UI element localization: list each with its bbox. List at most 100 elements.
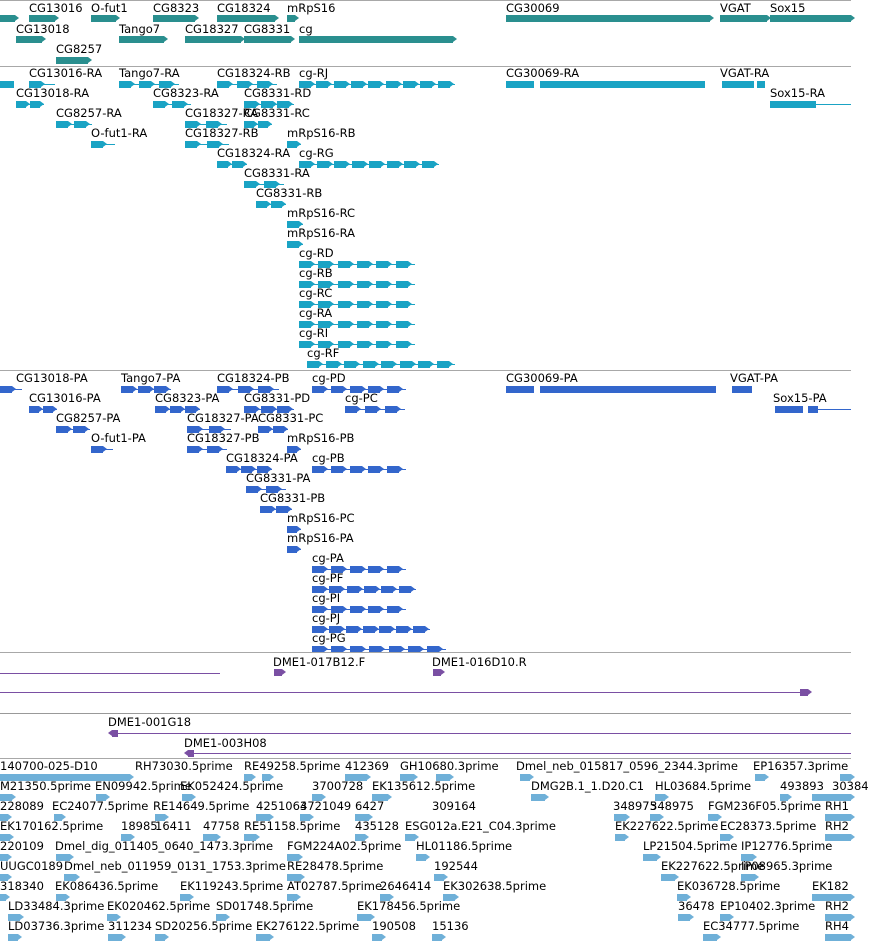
feature-block[interactable] xyxy=(74,121,90,128)
feature-label[interactable]: 18985 xyxy=(121,819,158,833)
feature-block[interactable] xyxy=(408,646,424,653)
feature-block[interactable] xyxy=(396,626,412,633)
feature-block[interactable] xyxy=(345,406,361,413)
feature-block[interactable] xyxy=(258,426,273,433)
feature-block[interactable] xyxy=(650,814,664,821)
feature-block[interactable] xyxy=(0,814,12,821)
feature-label[interactable]: IP08965.3prime xyxy=(741,859,833,873)
feature-label[interactable]: DME1-017B12.F xyxy=(273,655,366,669)
feature-label[interactable]: CG8331-PD xyxy=(244,391,311,405)
feature-label[interactable]: EK227622.5prime xyxy=(615,819,719,833)
feature-block[interactable] xyxy=(180,894,194,901)
feature-block[interactable] xyxy=(331,606,347,613)
feature-block[interactable] xyxy=(396,261,412,268)
feature-block[interactable] xyxy=(376,281,392,288)
feature-block[interactable] xyxy=(244,406,260,413)
feature-block[interactable] xyxy=(317,161,333,168)
feature-block[interactable] xyxy=(312,626,328,633)
feature-block[interactable] xyxy=(318,341,334,348)
feature-label[interactable]: cg-PB xyxy=(312,451,345,465)
feature-label[interactable]: 4251063 xyxy=(256,799,308,813)
feature-label[interactable]: UUGC0189 xyxy=(0,859,64,873)
feature-block[interactable] xyxy=(226,466,241,473)
feature-block[interactable] xyxy=(30,101,44,108)
feature-block[interactable] xyxy=(0,386,16,393)
feature-label[interactable]: ESG012a.E21_C04.3prime xyxy=(405,819,556,833)
feature-label[interactable]: EK170162.5prime xyxy=(0,819,104,833)
feature-block[interactable] xyxy=(300,814,314,821)
feature-block[interactable] xyxy=(403,81,419,88)
feature-label[interactable]: EK182 xyxy=(812,879,849,893)
feature-label[interactable]: cg-RI xyxy=(299,326,329,340)
feature-block[interactable] xyxy=(241,466,256,473)
feature-block[interactable] xyxy=(238,386,254,393)
feature-block[interactable] xyxy=(185,141,201,148)
feature-block[interactable] xyxy=(386,81,402,88)
feature-block[interactable] xyxy=(312,794,326,801)
feature-label[interactable]: Sox15 xyxy=(770,1,806,15)
feature-block[interactable] xyxy=(184,750,194,757)
feature-label[interactable]: CG18324-RA xyxy=(217,146,291,160)
feature-block[interactable] xyxy=(29,15,59,22)
feature-block[interactable] xyxy=(244,121,258,128)
feature-block[interactable] xyxy=(643,854,661,861)
feature-block[interactable] xyxy=(256,201,271,208)
feature-block[interactable] xyxy=(433,669,445,676)
feature-label[interactable]: CG8323-RA xyxy=(153,86,219,100)
feature-label[interactable]: CG30069 xyxy=(506,1,560,15)
feature-block[interactable] xyxy=(91,446,107,453)
feature-label[interactable]: DMG2B.1_1.D20.C1 xyxy=(531,779,645,793)
feature-block[interactable] xyxy=(64,874,80,881)
feature-label[interactable]: cg xyxy=(299,22,313,36)
feature-label[interactable]: 4721049 xyxy=(300,799,352,813)
feature-block[interactable] xyxy=(316,81,332,88)
feature-label[interactable]: RE14649.5prime xyxy=(153,799,250,813)
feature-block[interactable] xyxy=(273,426,288,433)
feature-block[interactable] xyxy=(299,281,315,288)
feature-block[interactable] xyxy=(506,15,714,22)
feature-block[interactable] xyxy=(520,774,534,781)
feature-block[interactable] xyxy=(153,15,199,22)
feature-block[interactable] xyxy=(387,606,403,613)
feature-block[interactable] xyxy=(312,566,328,573)
feature-label[interactable]: HL01186.5prime xyxy=(416,839,513,853)
feature-label[interactable]: EN09942.5prime xyxy=(95,779,192,793)
feature-block[interactable] xyxy=(217,386,233,393)
feature-block[interactable] xyxy=(825,814,855,821)
feature-block[interactable] xyxy=(345,774,371,781)
feature-label[interactable]: cg-PI xyxy=(312,591,341,605)
feature-block[interactable] xyxy=(770,101,816,108)
feature-label[interactable]: RH4 xyxy=(825,919,849,933)
feature-label[interactable]: 2646414 xyxy=(380,879,432,893)
feature-block[interactable] xyxy=(16,36,46,43)
feature-block[interactable] xyxy=(372,934,386,941)
feature-block[interactable] xyxy=(387,566,403,573)
feature-block[interactable] xyxy=(261,406,277,413)
feature-block[interactable] xyxy=(416,854,430,861)
feature-block[interactable] xyxy=(405,834,419,841)
feature-label[interactable]: CG18327 xyxy=(185,22,239,36)
feature-block[interactable] xyxy=(427,646,443,653)
feature-block[interactable] xyxy=(357,321,373,328)
feature-label[interactable]: CG8257-RA xyxy=(56,106,122,120)
feature-block[interactable] xyxy=(379,626,395,633)
feature-block[interactable] xyxy=(185,406,200,413)
feature-label[interactable]: EK276122.5prime xyxy=(256,919,360,933)
feature-block[interactable] xyxy=(338,341,354,348)
feature-label[interactable]: cg-RD xyxy=(299,246,334,260)
feature-block[interactable] xyxy=(155,814,169,821)
feature-block[interactable] xyxy=(56,121,72,128)
feature-block[interactable] xyxy=(318,321,334,328)
feature-block[interactable] xyxy=(368,466,384,473)
feature-block[interactable] xyxy=(732,386,752,393)
feature-block[interactable] xyxy=(299,341,315,348)
feature-block[interactable] xyxy=(277,406,293,413)
feature-block[interactable] xyxy=(0,774,134,781)
feature-block[interactable] xyxy=(351,81,367,88)
feature-block[interactable] xyxy=(334,161,350,168)
feature-block[interactable] xyxy=(400,774,418,781)
feature-block[interactable] xyxy=(256,814,274,821)
feature-label[interactable]: 192544 xyxy=(434,859,478,873)
feature-block[interactable] xyxy=(0,81,14,88)
feature-block[interactable] xyxy=(187,446,203,453)
